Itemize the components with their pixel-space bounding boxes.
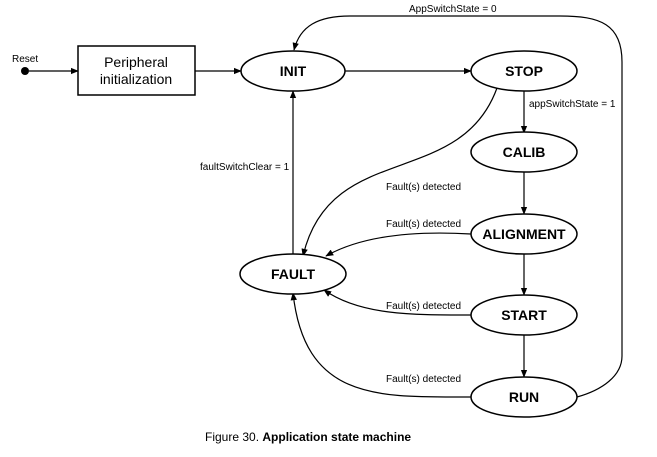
peripheral-init-line1: Peripheral xyxy=(104,54,168,70)
figure-caption-title: Application state machine xyxy=(262,430,411,444)
label-run-to-fault: Fault(s) detected xyxy=(386,374,461,385)
label-stop-to-fault: Fault(s) detected xyxy=(386,182,461,193)
label-stop-to-calib: appSwitchState = 1 xyxy=(529,99,616,110)
state-fault: FAULT xyxy=(239,253,347,295)
label-fault-to-init: faultSwitchClear = 1 xyxy=(200,162,290,173)
state-stop: STOP xyxy=(470,50,578,92)
state-run: RUN xyxy=(470,376,578,418)
label-run-to-init: AppSwitchState = 0 xyxy=(409,4,497,15)
state-alignment-label: ALIGNMENT xyxy=(482,226,566,242)
edge-alignment-to-fault xyxy=(325,232,472,257)
state-init: INIT xyxy=(240,50,346,92)
state-start-label: START xyxy=(501,307,547,323)
state-init-label: INIT xyxy=(280,63,307,79)
state-calib: CALIB xyxy=(470,131,578,173)
state-stop-label: STOP xyxy=(505,63,543,79)
reset-dot xyxy=(21,67,29,75)
peripheral-init-line2: initialization xyxy=(100,71,172,87)
state-start: START xyxy=(470,294,578,336)
state-calib-label: CALIB xyxy=(503,144,546,160)
label-alignment-to-fault: Fault(s) detected xyxy=(386,219,461,230)
state-fault-label: FAULT xyxy=(271,266,316,282)
edge-stop-to-fault xyxy=(301,87,498,257)
reset-label: Reset xyxy=(12,54,38,65)
state-run-label: RUN xyxy=(509,389,539,405)
state-alignment: ALIGNMENT xyxy=(470,213,578,255)
edge-run-to-init xyxy=(292,15,623,398)
figure-caption-number: Figure 30. xyxy=(205,430,259,444)
edge-run-to-fault xyxy=(290,292,472,398)
figure-caption: Figure 30. Application state machine xyxy=(205,430,411,444)
label-start-to-fault: Fault(s) detected xyxy=(386,301,461,312)
edge-start-to-fault xyxy=(323,289,472,316)
